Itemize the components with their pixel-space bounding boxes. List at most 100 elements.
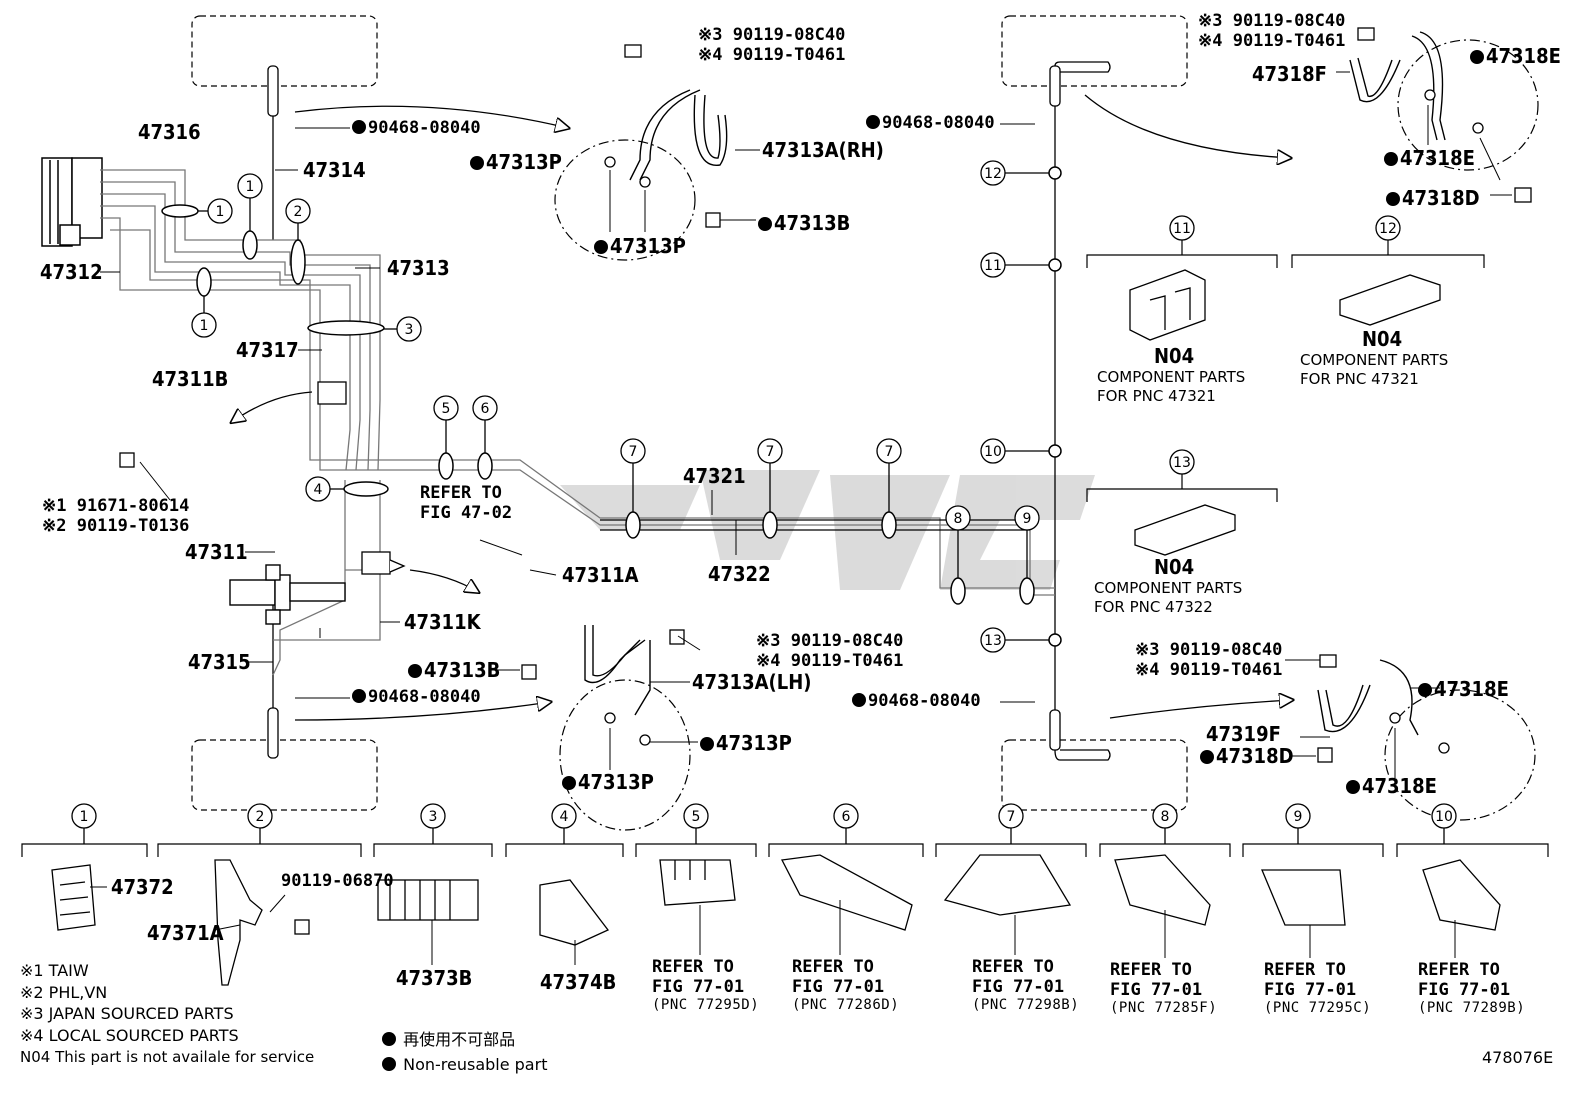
- legend-note-1: ※1 TAIW: [20, 961, 89, 980]
- svg-text:9: 9: [1023, 511, 1032, 527]
- svg-text:8: 8: [954, 511, 963, 527]
- legend-nonreuse-en: Non-reusable part: [382, 1057, 547, 1073]
- joint-blocks: [317, 381, 406, 575]
- part-47318E-a: 47318E: [1470, 46, 1561, 66]
- svg-text:6: 6: [842, 809, 851, 825]
- legend-note-n04: N04 This part is not availale for servic…: [20, 1048, 315, 1066]
- bottom-leaders: [90, 886, 1456, 965]
- part-47318D-b: 47318D: [1200, 746, 1294, 766]
- svg-text:2: 2: [294, 204, 303, 220]
- svg-text:1: 1: [246, 179, 255, 195]
- part-47311K: 47311K: [404, 610, 481, 634]
- part-47318E-d: 47318E: [1346, 776, 1437, 796]
- legend-note-2: ※2 PHL,VN: [20, 983, 108, 1002]
- svg-text:7: 7: [885, 444, 894, 460]
- svg-text:4: 4: [560, 809, 569, 825]
- callouts-right: 11 12 13: [1169, 215, 1401, 475]
- part-47313P-a: 47313P: [470, 152, 562, 172]
- svg-text:10: 10: [1435, 809, 1453, 825]
- tube-bundle: [100, 169, 1055, 676]
- svg-text:4: 4: [314, 482, 323, 498]
- part-47313: 47313: [387, 256, 450, 280]
- brackets-right: [1086, 240, 1485, 502]
- part-47313A-rh: 47313A(RH): [762, 138, 884, 162]
- part-47318D-a: 47318D: [1386, 188, 1480, 208]
- svg-text:1: 1: [80, 809, 89, 825]
- clip-90468-08040-a: 90468-08040: [352, 118, 481, 139]
- flex-hoses: [584, 31, 1446, 736]
- part-47318E-c: 47318E: [1418, 679, 1509, 699]
- part-47313P-c: 47313P: [700, 733, 792, 753]
- svg-text:1: 1: [216, 204, 225, 220]
- detail-circles: [554, 39, 1539, 831]
- arrows: [232, 94, 1292, 721]
- wheel-box-front-left: [191, 15, 1188, 811]
- part-47313P-b: 47313P: [594, 236, 686, 256]
- part-47374B: 47374B: [540, 970, 617, 994]
- clip-90468-08040-d: 90468-08040: [852, 691, 981, 712]
- legend-nonreuse-jp: 再使用不可部品: [382, 1032, 515, 1048]
- part-47312: 47312: [40, 260, 103, 284]
- bolt-note-mid-center: ※3 90119-08C40※4 90119-T0461: [756, 631, 904, 671]
- callouts-main: 1 1 1 2 3 4 5 6 7 7 7 8 9 12 11 10 13: [191, 160, 1049, 653]
- svg-text:13: 13: [1173, 455, 1191, 471]
- svg-text:13: 13: [984, 633, 1002, 649]
- svg-text:12: 12: [984, 166, 1002, 182]
- watermark-logo: [560, 470, 1095, 590]
- svg-text:5: 5: [442, 401, 451, 417]
- bolt-note-top-right: ※3 90119-08C40※4 90119-T0461: [1198, 11, 1346, 51]
- brackets-bottom: [21, 843, 1549, 857]
- part-47317: 47317: [236, 338, 299, 362]
- part-47316: 47316: [138, 120, 201, 144]
- svg-text:7: 7: [629, 444, 638, 460]
- svg-text:1: 1: [200, 318, 209, 334]
- part-47313B-a: 47313B: [758, 213, 850, 233]
- part-47311A: 47311A: [562, 563, 639, 587]
- bolt-note-47311B: ※1 91671-80614※2 90119-T0136: [42, 496, 190, 536]
- clip-drawings-right: [1129, 269, 1441, 556]
- part-47322: 47322: [708, 562, 771, 586]
- clip-drawings-bottom: [51, 854, 1501, 986]
- part-47318E-b: 47318E: [1384, 148, 1475, 168]
- part-47311: 47311: [185, 540, 248, 564]
- svg-text:11: 11: [984, 258, 1002, 274]
- part-47319F: 47319F: [1206, 722, 1281, 746]
- part-47321: 47321: [683, 464, 746, 488]
- part-47314: 47314: [303, 158, 366, 182]
- svg-text:7: 7: [766, 444, 775, 460]
- part-47372: 47372: [111, 875, 174, 899]
- master-cylinder-unit: [41, 157, 103, 247]
- svg-text:3: 3: [429, 809, 438, 825]
- clamps: [161, 166, 1062, 647]
- proportioning-valve: [229, 564, 346, 625]
- svg-text:8: 8: [1161, 809, 1170, 825]
- callouts-bottom: 1 2 3 4 5 6 7 8 9 10: [71, 803, 1457, 844]
- part-47373B: 47373B: [396, 966, 473, 990]
- part-47318F: 47318F: [1252, 62, 1327, 86]
- svg-text:11: 11: [1173, 221, 1191, 237]
- part-47371A: 47371A: [147, 921, 224, 945]
- svg-text:9: 9: [1294, 809, 1303, 825]
- svg-text:3: 3: [405, 322, 414, 338]
- svg-text:5: 5: [692, 809, 701, 825]
- part-47311B: 47311B: [152, 367, 229, 391]
- svg-text:6: 6: [481, 401, 490, 417]
- part-47313P-d: 47313P: [562, 772, 654, 792]
- bolts-small: [119, 27, 1532, 935]
- part-47313A-lh: 47313A(LH): [692, 670, 812, 694]
- bolt-note-top-center: ※3 90119-08C40※4 90119-T0461: [698, 25, 846, 65]
- svg-text:10: 10: [984, 444, 1002, 460]
- leader-lines: [100, 71, 1512, 778]
- part-47315: 47315: [188, 650, 251, 674]
